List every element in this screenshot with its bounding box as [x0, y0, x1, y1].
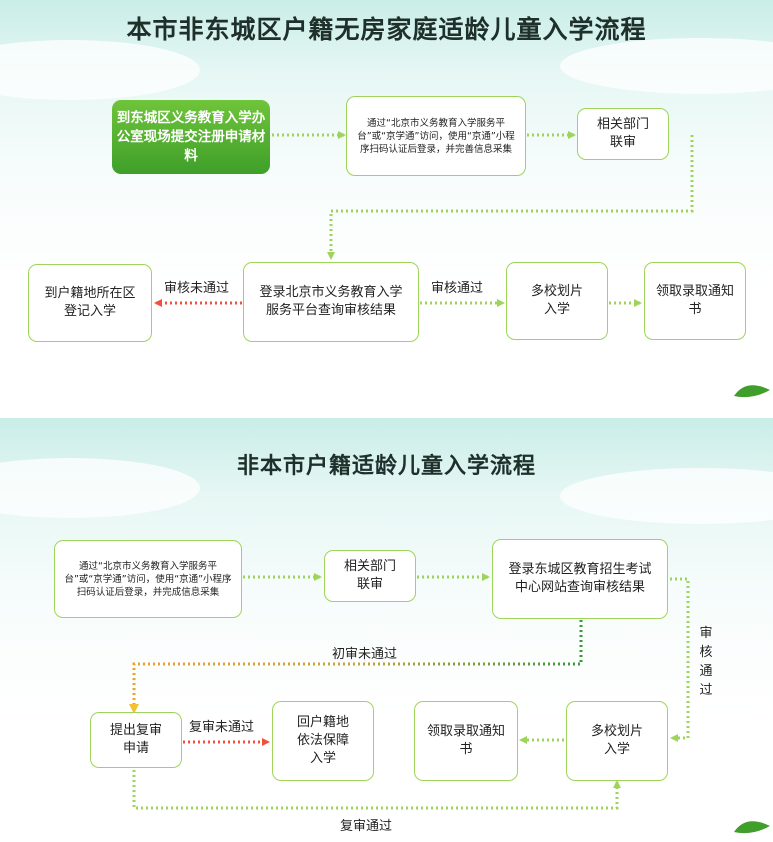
leaf-icon — [734, 385, 770, 398]
register-onsite-box: 到东城区义务教育入学办公室现场提交注册申请材料 — [112, 100, 270, 174]
panel-divider — [0, 408, 773, 418]
app-access-box: 通过“北京市义务教育入学服务平台”或“京学通”访问，使用“京通”小程序扫码认证后… — [346, 96, 526, 176]
cloud-decoration — [560, 468, 773, 524]
connector-appeal-to-multischool — [132, 770, 621, 810]
panel-nonlocal-hukou: 非本市户籍适龄儿童入学流程 — [0, 418, 773, 842]
joint-review-box: 相关部门联审 — [324, 550, 416, 602]
appeal-text: 提出复审申请 — [109, 723, 162, 756]
leaf-icon — [734, 821, 770, 834]
re-review-fail-label: 复审未通过 — [189, 720, 255, 735]
app-access-text: 通过“北京市义务教育入学服务平台”或“京学通”访问，使用“京通”小程序扫码认证后… — [357, 117, 515, 155]
hukou-district-box: 到户籍地所在区登记入学 — [28, 264, 152, 342]
admission-notice-text: 领取录取通知书 — [655, 284, 734, 317]
login-site-text: 登录东城区教育招生考试中心网站查询审核结果 — [508, 562, 652, 595]
connector-first-fail-to-appeal — [132, 620, 583, 706]
cloud-decoration — [0, 40, 200, 100]
app-access-text: 通过“北京市义务教育入学服务平台”或“京学通”访问，使用“京通”小程序扫码认证后… — [64, 560, 232, 598]
review-pass-label: 审核通过 — [699, 626, 713, 698]
joint-review-text: 相关部门联审 — [596, 117, 649, 150]
joint-review-box: 相关部门联审 — [577, 108, 669, 160]
multi-school-text: 多校划片入学 — [530, 284, 583, 317]
admission-notice-box: 领取录取通知书 — [644, 262, 746, 340]
admission-notice-box: 领取录取通知书 — [414, 701, 518, 781]
page-title: 本市非东城区户籍无房家庭适龄儿童入学流程 — [126, 15, 647, 44]
register-onsite-text: 到东城区义务教育入学办公室现场提交注册申请材料 — [116, 109, 266, 164]
return-hukou-box: 回户籍地依法保障入学 — [272, 701, 374, 781]
login-site-box: 登录东城区教育招生考试中心网站查询审核结果 — [492, 539, 668, 619]
appeal-box: 提出复审申请 — [90, 712, 182, 768]
login-platform-box: 登录北京市义务教育入学服务平台查询审核结果 — [243, 262, 419, 342]
hukou-district-text: 到户籍地所在区登记入学 — [44, 286, 136, 319]
flow-connectors — [154, 131, 694, 307]
first-review-fail-label: 初审未通过 — [332, 647, 398, 662]
connector-login-to-multischool — [670, 577, 690, 742]
flow-connectors — [129, 573, 690, 810]
return-hukou-text: 回户籍地依法保障入学 — [296, 715, 349, 766]
panel-local-hukou: 本市非东城区户籍无房家庭适龄儿童入学流程 到东城区义务教育入学办公室现场提交注册… — [0, 0, 773, 408]
multi-school-box: 多校划片入学 — [506, 262, 608, 340]
joint-review-text: 相关部门联审 — [343, 559, 396, 592]
app-access-box: 通过“北京市义务教育入学服务平台”或“京学通”访问，使用“京通”小程序扫码认证后… — [54, 540, 242, 618]
multi-school-text: 多校划片入学 — [590, 724, 643, 757]
connector-review-to-login — [327, 135, 694, 260]
login-platform-text: 登录北京市义务教育入学服务平台查询审核结果 — [259, 285, 403, 318]
review-pass-label: 审核通过 — [431, 281, 484, 296]
cloud-decoration — [0, 458, 200, 518]
review-fail-label: 审核未通过 — [164, 281, 230, 296]
re-review-pass-label: 复审通过 — [340, 819, 393, 834]
page-title: 非本市户籍适龄儿童入学流程 — [236, 454, 536, 479]
first-fail-arrowhead — [129, 704, 139, 714]
cloud-decoration — [560, 38, 773, 94]
multi-school-box: 多校划片入学 — [566, 701, 668, 781]
admission-notice-text: 领取录取通知书 — [426, 724, 505, 757]
